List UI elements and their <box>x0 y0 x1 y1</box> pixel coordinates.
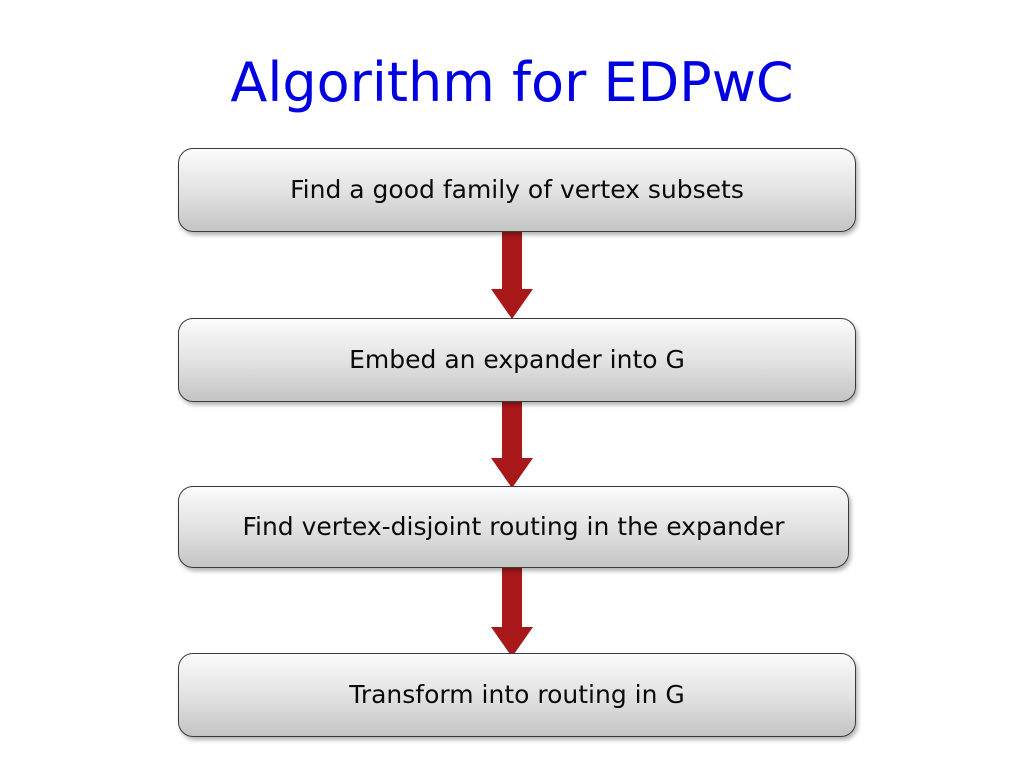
flow-step-box-2[interactable]: Embed an expander into G <box>178 318 856 402</box>
flow-step-label-2: Embed an expander into G <box>349 345 685 374</box>
flow-step-label-4: Transform into routing in G <box>349 680 685 709</box>
flow-step-box-4[interactable]: Transform into routing in G <box>178 653 856 737</box>
arrow-down-icon <box>491 567 533 657</box>
flow-step-label-1: Find a good family of vertex subsets <box>290 175 744 204</box>
flow-step-box-3[interactable]: Find vertex-disjoint routing in the expa… <box>178 486 849 568</box>
flow-step-label-3: Find vertex-disjoint routing in the expa… <box>242 512 785 541</box>
page-title: Algorithm for EDPwC <box>230 51 794 114</box>
arrow-down-icon <box>491 231 533 319</box>
flow-step-box-1[interactable]: Find a good family of vertex subsets <box>178 148 856 232</box>
arrow-down-icon <box>491 400 533 488</box>
